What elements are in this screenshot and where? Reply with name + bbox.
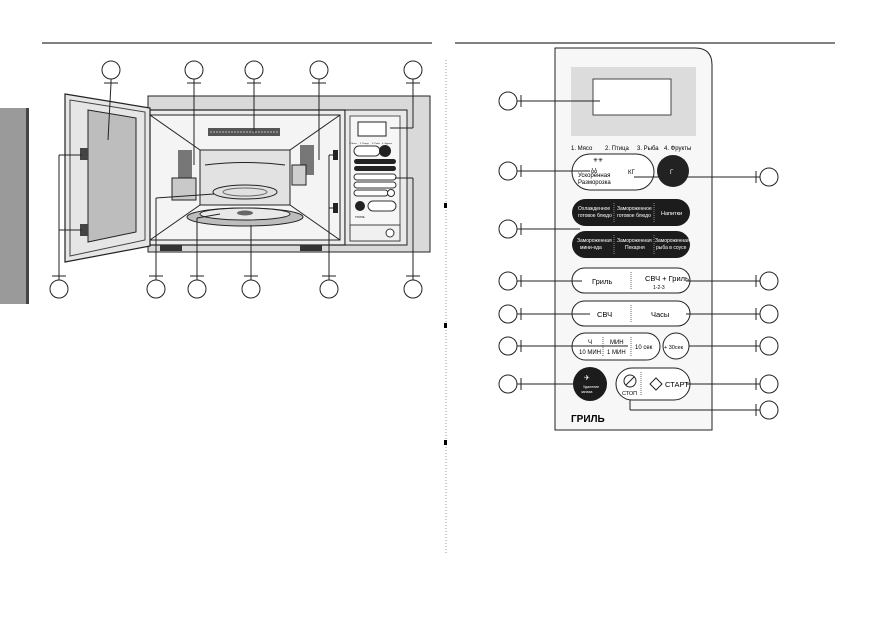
category-fish: 3. Рыба: [637, 146, 659, 152]
panel-leaders-right: [629, 171, 760, 416]
combo-levels: 1-2-3: [653, 285, 665, 291]
plus-30-label: + 30сек: [664, 345, 684, 351]
kg-label: КГ: [628, 170, 635, 176]
frozen-mini-button[interactable]: Замороженная мини-еда: [577, 238, 612, 251]
leader-lines-bottom: [52, 154, 420, 280]
reheat-frozen-button[interactable]: Замороженное готовое блюдо: [617, 206, 652, 219]
deodorize-icon: ✈: [584, 375, 590, 382]
oven-weight-dial: [379, 145, 391, 157]
gram-label: Г: [670, 170, 674, 176]
gram-dial-button[interactable]: [657, 155, 689, 187]
reheat-chilled-button[interactable]: Охлажденное готовое блюдо: [578, 206, 612, 219]
panel-callouts-right: [759, 167, 779, 420]
defrost-drops-icon: ბბ: [591, 167, 597, 175]
drinks-button[interactable]: Напитки: [661, 211, 682, 217]
frozen-bakery-label-1: Замороженная: [617, 238, 652, 244]
frozen-mini-label-2: мини-еда: [580, 245, 602, 251]
category-poultry: 2. Птица: [605, 146, 630, 152]
min-label[interactable]: МИН: [610, 340, 624, 346]
section-tab-edge: [26, 108, 29, 304]
frozen-fish-label-2: рыба в соусе: [656, 245, 687, 251]
microwave-illustration: 1. Мясо 2. Птица 3. Рыба 4. Фрукты ГРИЛЬ: [49, 60, 431, 299]
grill-button[interactable]: Гриль: [592, 277, 612, 286]
start-button[interactable]: СТАРТ: [665, 380, 689, 389]
brand-word: ГРИЛЬ: [571, 414, 605, 425]
leader-lines-top: [104, 79, 420, 165]
frozen-mini-label-1: Замороженная: [577, 238, 612, 244]
reheat-row-1: [572, 199, 690, 226]
frozen-bakery-label-2: Пекарня: [625, 245, 645, 251]
callouts-top: [101, 60, 423, 80]
panel-leaders-left: [517, 95, 600, 390]
reheat-chilled-label-1: Охлажденное: [578, 206, 610, 212]
deodorize-label-2: запаха: [581, 390, 592, 394]
deodorize-button[interactable]: [573, 367, 607, 401]
control-panel-illustration: 1. Мясо 2. Птица 3. Рыба 4. Фрукты ✳✳ ბბ…: [498, 47, 779, 431]
foot: [160, 245, 182, 251]
combo-button[interactable]: СВЧ + Гриль: [645, 274, 689, 283]
stop-button[interactable]: СТОП: [622, 391, 637, 397]
one-min-label[interactable]: 1 МИН: [607, 350, 626, 356]
oven-panel-label: 1. Мясо: [349, 143, 358, 145]
foot: [300, 245, 322, 251]
oven-deodorize-button: [355, 201, 365, 211]
defrost-label-2: Разморозка: [578, 180, 611, 186]
door-latch-bottom: [80, 224, 88, 236]
category-fruit: 4. Фрукты: [664, 146, 691, 152]
coupler: [237, 210, 253, 216]
door-latch-top: [80, 148, 88, 160]
divider-mark: [444, 323, 447, 328]
panel-callouts-left: [498, 91, 518, 394]
defrost-label-1: Ускоренная: [578, 173, 610, 179]
grill-rack: [212, 184, 278, 200]
reheat-row-2: [572, 231, 690, 258]
ten-sec-button[interactable]: 10 сек: [635, 345, 653, 351]
oven-panel-label: 3. Рыба: [372, 143, 381, 145]
hour-label[interactable]: Ч: [588, 340, 592, 346]
ventilation-grille: [208, 128, 280, 136]
oven-brand-label: ГРИЛЬ: [355, 215, 365, 219]
frozen-bakery-button[interactable]: Замороженная Пекарня: [617, 238, 652, 251]
side-grille-left: [178, 150, 192, 180]
auto-defrost-button[interactable]: [571, 153, 655, 191]
category-meat: 1. Мясо: [571, 146, 593, 152]
reheat-frozen-label-2: готовое блюдо: [617, 213, 651, 219]
reheat-frozen-label-1: Замороженное: [617, 206, 652, 212]
ten-min-label[interactable]: 10 МИН: [579, 350, 601, 356]
oven-panel-label: 2. Птица: [360, 143, 369, 145]
oven-door: [64, 93, 151, 263]
clock-button[interactable]: Часы: [651, 310, 669, 319]
divider-mark: [444, 203, 447, 208]
callouts-bottom: [49, 279, 423, 299]
oven-display: [357, 121, 387, 137]
door-window: [87, 109, 137, 243]
deodorize-label-1: Удаление: [583, 385, 599, 389]
section-tab: [0, 108, 27, 304]
start-icon: [649, 377, 663, 391]
display-screen: [592, 78, 672, 116]
frozen-fish-label-1: Замороженная: [655, 238, 690, 244]
microwave-button[interactable]: СВЧ: [597, 310, 612, 319]
reheat-chilled-label-2: готовое блюдо: [578, 213, 612, 219]
divider-mark: [444, 440, 447, 445]
snowflake-icon: ✳✳: [593, 157, 603, 164]
oven-panel-label: 4. Фрукты: [382, 142, 392, 145]
frozen-fish-button[interactable]: Замороженная рыба в соусе: [655, 238, 690, 251]
